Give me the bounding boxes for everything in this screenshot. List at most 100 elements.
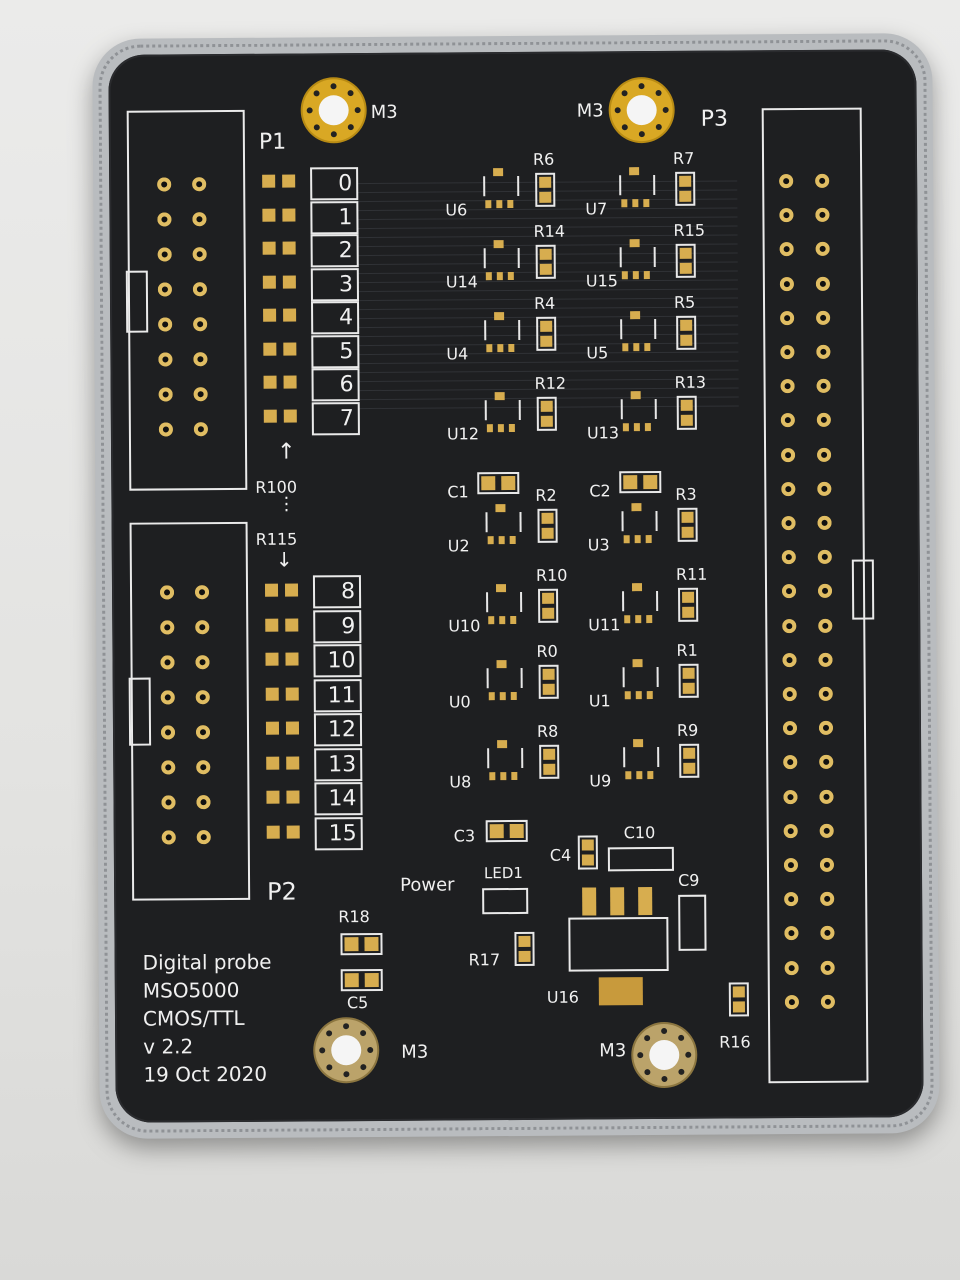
channel-pad [285,721,300,735]
channel-pad [285,687,299,701]
mount-via [638,131,645,138]
series-resistor [536,316,557,351]
right-ic-label: U11 [588,615,621,635]
right-ic-label: U15 [585,271,619,291]
right-ic-label: U13 [586,423,620,443]
mount-via [644,1035,651,1042]
c10-outline [607,846,674,872]
r18-label: R18 [338,907,370,927]
header-pin [160,655,175,670]
c9-label: C9 [677,870,700,890]
left-ic-label: U2 [447,536,470,556]
series-resistor [676,315,697,350]
mounting-hole-m3 [610,78,673,142]
header-pin [192,177,207,192]
capacitor [619,470,662,494]
header-pin [815,276,830,291]
header-p1-key [125,270,149,333]
channel-pad [263,375,277,389]
c4-label: C4 [549,845,572,865]
pcb-trace [357,279,738,284]
header-pin [782,687,797,702]
header-pin [160,620,175,635]
channel-number-box: 1 [310,200,359,234]
buffer-ic [477,168,523,209]
mount-via [326,1064,333,1071]
channel-pad [286,756,300,770]
buffer-ic [617,739,663,780]
left-ic-label: U10 [448,616,481,636]
board-info-line: CMOS/TTL [142,1005,245,1031]
header-pin [157,212,172,227]
mount-via [621,90,628,97]
header-pin [784,960,799,975]
header-pin [194,585,210,600]
capacitor [477,471,520,495]
header-p2-key [128,677,152,746]
mount-via [360,1064,367,1071]
header-pin [161,795,176,810]
channel-number-box: 2 [310,234,359,268]
buffer-ic [479,392,525,433]
mount-via [347,90,354,97]
u16-outline [568,916,669,972]
mount-via [661,1075,668,1082]
mounting-hole-m3 [633,1023,696,1087]
left-res-label: R10 [535,565,568,585]
header-pin [815,173,830,188]
board-info-line: v 2.2 [143,1034,194,1059]
mount-label: M3 [401,1041,429,1063]
mount-via [638,83,645,90]
header-pin [816,344,831,359]
channel-number-box: 15 [314,816,363,850]
header-pin [157,247,172,262]
r16-label: R16 [719,1032,751,1052]
channel-pad [265,721,280,735]
left-ic-label: U6 [445,200,468,220]
right-res-label: R3 [675,484,697,504]
header-pin [779,174,794,189]
series-resistor [537,508,558,543]
series-resistor [676,395,697,430]
channel-pad [263,308,277,322]
series-resistor [535,172,556,207]
channel-pad [283,375,297,389]
left-res-label: R8 [536,721,559,741]
header-pin [192,247,207,262]
board-info-line: 19 Oct 2020 [143,1061,268,1087]
capacitor [485,819,528,843]
c2-label: C2 [589,481,611,501]
header-pin [781,447,796,462]
channel-number-box: 0 [310,167,359,201]
channel-number-box: 10 [313,644,362,678]
channel-number-box: 6 [311,368,360,402]
header-pin [819,789,834,804]
power-label: Power [400,874,455,896]
mounting-hole-m3 [315,1018,378,1082]
header-pin [158,387,173,402]
mount-label: M3 [599,1040,627,1062]
header-pin [193,352,208,367]
left-ic-label: U0 [448,692,471,712]
led1-label: LED1 [483,863,524,883]
r17-resistor [514,931,535,967]
p3-label: P3 [700,106,729,132]
header-pin [818,652,833,667]
header-pin [817,447,832,462]
buffer-ic [615,503,661,544]
channel-pad [282,275,296,289]
pcb-trace [357,216,738,221]
range-dots: ⋮ [277,493,296,515]
r17-label: R17 [468,950,501,970]
channel-pad [283,409,297,423]
p1-label: P1 [258,129,287,155]
c5-capacitor [340,968,383,992]
channel-number-box: 14 [314,782,363,816]
series-resistor [539,744,560,779]
channel-pad [263,342,277,356]
pcb-trace [357,207,738,212]
mount-via [347,124,354,131]
arrow-up: ↑ [276,439,296,465]
series-resistor [675,171,696,206]
